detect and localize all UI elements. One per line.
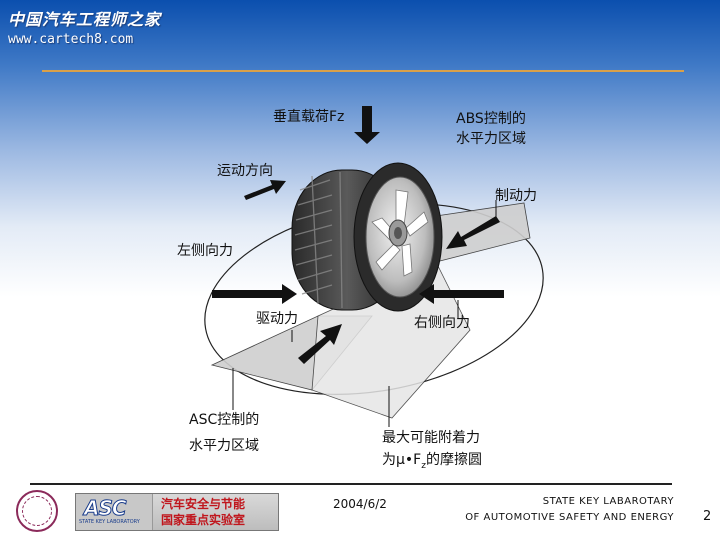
friction-circle-suffix: 的摩擦圆 (426, 452, 482, 468)
footer-lab-line1: STATE KEY LABAROTARY (465, 494, 674, 510)
asc-logo-icon: ASC STATE KEY LABORATORY (76, 494, 153, 530)
abs-zone-label-line1: ABS控制的 (456, 108, 526, 130)
driving-force-label: 驱动力 (256, 308, 298, 330)
friction-circle-label-line1: 最大可能附着力 (382, 427, 480, 449)
page-number: 2 (703, 509, 711, 524)
asc-logo-mark: ASC (84, 496, 126, 520)
left-lateral-force-label: 左侧向力 (177, 240, 233, 262)
asc-zone-label-line1: ASC控制的 (189, 409, 259, 431)
braking-force-label: 制动力 (495, 185, 537, 207)
vertical-load-arrow (354, 106, 380, 144)
motion-direction-arrow (244, 180, 286, 200)
abs-zone-label-line2: 水平力区域 (456, 128, 526, 150)
lab-logo: ASC STATE KEY LABORATORY 汽车安全与节能 国家重点实验室 (75, 493, 279, 531)
tire (292, 163, 442, 311)
lab-logo-text-line1: 汽车安全与节能 (161, 496, 278, 512)
abs-control-zone (436, 203, 530, 262)
friction-circle-prefix: 为μ•F (382, 452, 421, 468)
footer-lab-line2: OF AUTOMOTIVE SAFETY AND ENERGY (465, 510, 674, 526)
left-lateral-force-arrow (212, 284, 297, 304)
footer-rule (30, 483, 672, 485)
lab-logo-text: 汽车安全与节能 国家重点实验室 (153, 494, 278, 530)
asc-logo-sub: STATE KEY LABORATORY (79, 519, 140, 525)
right-lateral-force-arrow (419, 284, 504, 304)
friction-circle-label-line2: 为μ•Fz的摩擦圆 (382, 449, 482, 477)
motion-direction-label: 运动方向 (217, 160, 273, 182)
vertical-load-label: 垂直载荷Fz (273, 106, 344, 128)
footer-lab-name: STATE KEY LABAROTARY OF AUTOMOTIVE SAFET… (465, 494, 674, 526)
right-lateral-force-label: 右侧向力 (414, 312, 470, 334)
asc-zone-label-line2: 水平力区域 (189, 435, 259, 457)
university-seal-icon (16, 490, 58, 532)
lab-logo-text-line2: 国家重点实验室 (161, 512, 278, 528)
footer-date: 2004/6/2 (333, 497, 387, 511)
